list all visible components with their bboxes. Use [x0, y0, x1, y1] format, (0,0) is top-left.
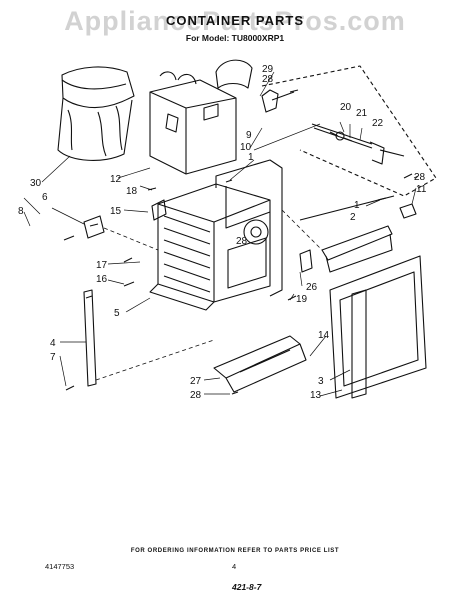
callout-27: 27 — [190, 376, 202, 387]
callout-14: 14 — [318, 330, 330, 341]
callout-20: 20 — [340, 102, 352, 113]
callout-15: 15 — [110, 206, 122, 217]
part-door-panel — [329, 255, 427, 399]
callout-21: 21 — [356, 108, 368, 119]
callout-9: 9 — [246, 130, 252, 141]
callout-12: 12 — [110, 174, 122, 185]
model-line: For Model: TU8000XRP1 — [185, 33, 285, 43]
callout-1: 1 — [248, 152, 254, 163]
callout-28: 28 — [262, 74, 274, 85]
callout-28: 28 — [414, 172, 426, 183]
leader-lines — [23, 71, 419, 397]
part-cabinet-frame — [149, 159, 283, 311]
callout-22: 22 — [372, 118, 384, 129]
callout-6: 6 — [42, 192, 48, 203]
callout-5: 5 — [114, 308, 120, 319]
callout-28: 28 — [190, 390, 202, 401]
callout-7: 7 — [50, 352, 56, 363]
part-small-bracket — [299, 249, 313, 273]
page-title: CONTAINER PARTS — [165, 13, 305, 28]
callout-10: 10 — [240, 142, 252, 153]
part-trash-bag — [57, 66, 135, 161]
callout-2: 2 — [350, 212, 356, 223]
part-latch-mechanism — [261, 65, 437, 197]
document-code: 421-8-7 — [232, 582, 262, 592]
document-number: 4147753 — [45, 562, 75, 571]
part-side-strip — [83, 289, 97, 387]
part-trim-bar — [321, 225, 393, 273]
ordering-note: FOR ORDERING INFORMATION REFER TO PARTS … — [130, 548, 340, 554]
callout-19: 19 — [296, 294, 308, 305]
part-drawer-slide — [213, 335, 307, 393]
watermark: AppliancePartsPros.com — [64, 6, 406, 36]
callout-30: 30 — [30, 178, 42, 189]
callout-8: 8 — [18, 206, 24, 217]
guide-lines — [95, 209, 323, 381]
screws — [63, 89, 413, 395]
part-side-bracket — [83, 215, 105, 239]
callout-3: 3 — [318, 376, 324, 387]
page-number: 4 — [232, 562, 237, 571]
callout-29: 29 — [262, 64, 274, 75]
callout-11: 11 — [416, 184, 427, 195]
callout-17: 17 — [96, 260, 108, 271]
part-lid-flap — [215, 59, 253, 89]
callout-16: 16 — [96, 274, 108, 285]
callout-28: 28 — [236, 236, 248, 247]
part-container-bin — [149, 71, 237, 175]
callout-18: 18 — [126, 186, 138, 197]
callout-1: 1 — [354, 200, 360, 211]
callout-13: 13 — [310, 390, 322, 401]
callout-4: 4 — [50, 338, 56, 349]
callouts: 29 28 20 21 22 9 10 1 12 28 11 30 6 8 18… — [18, 64, 427, 401]
callout-26: 26 — [306, 282, 318, 293]
